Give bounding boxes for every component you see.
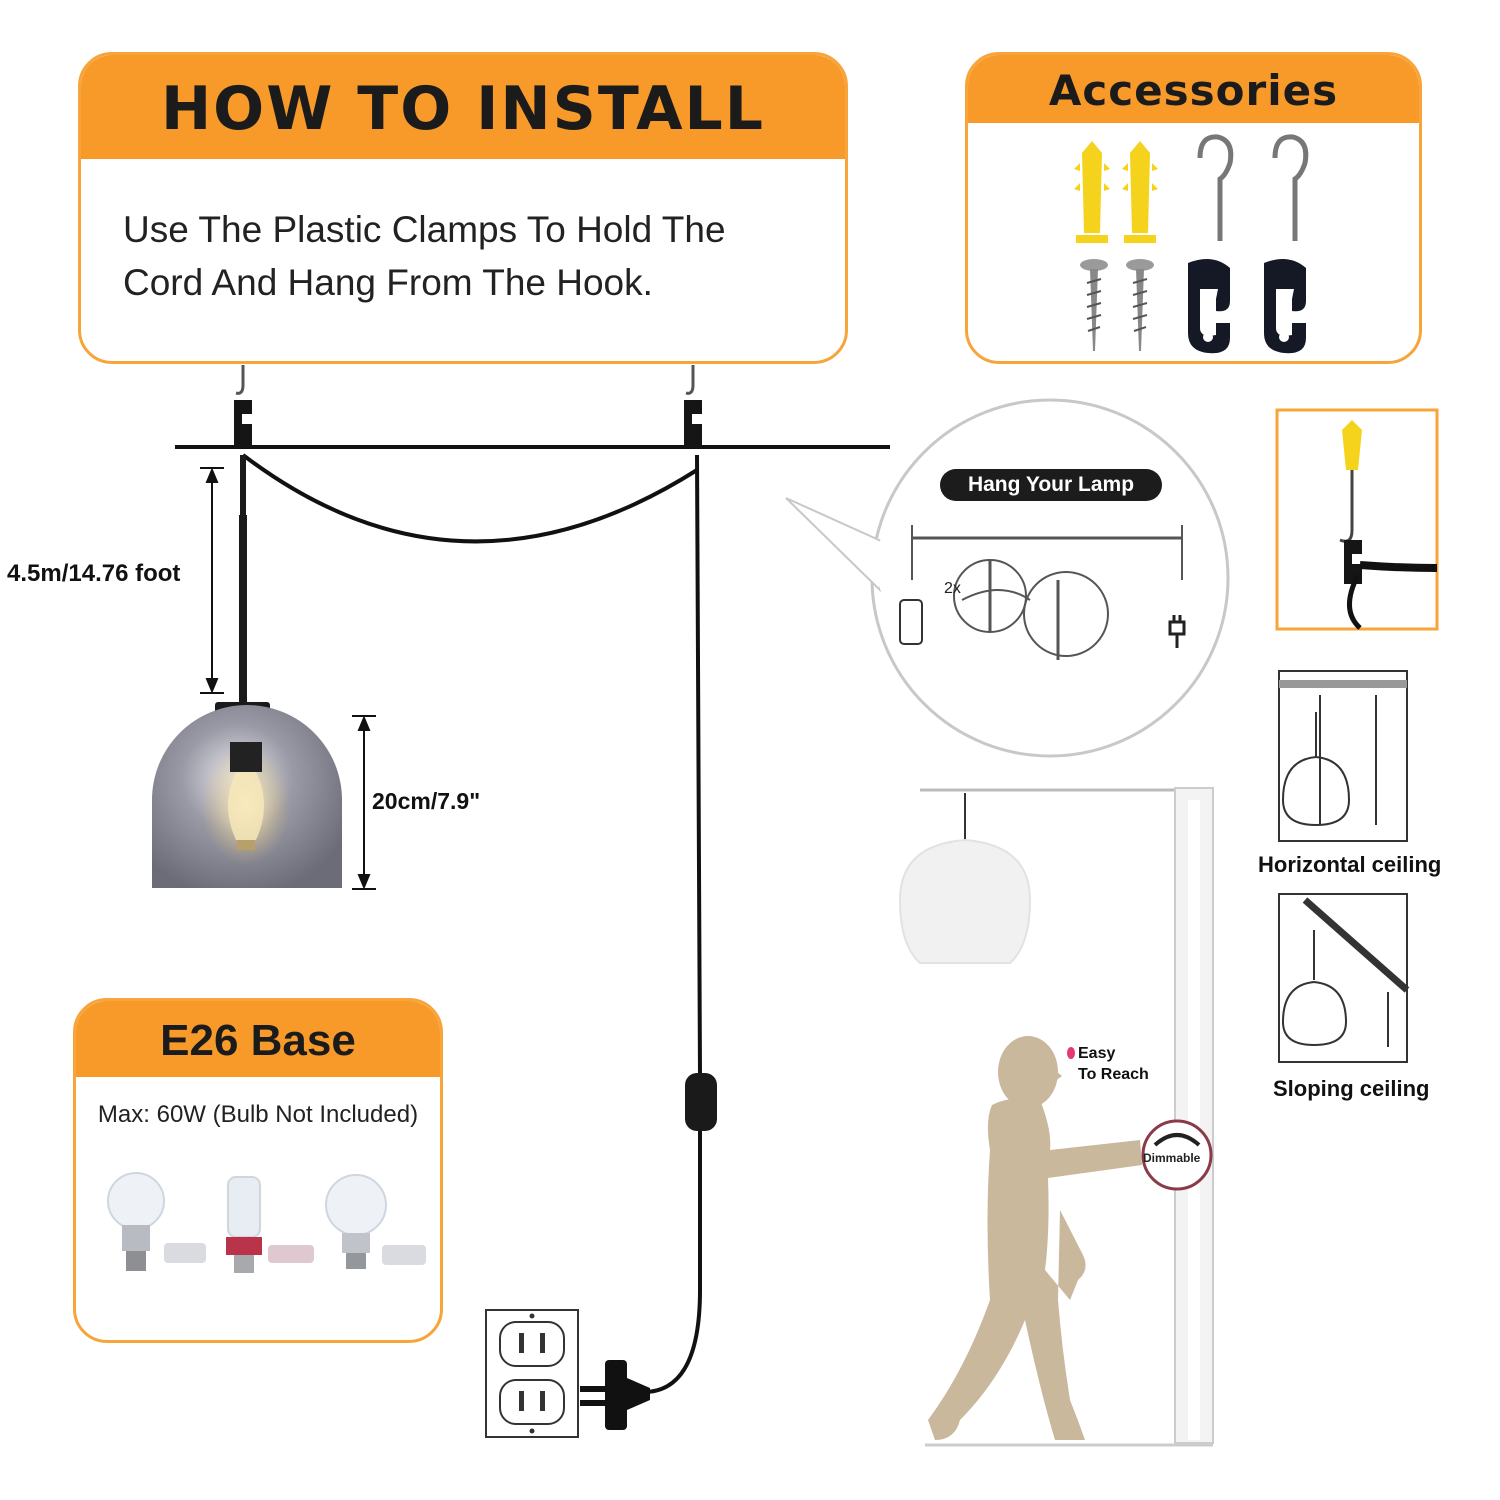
- diameter-dimension-arrow: [352, 715, 376, 890]
- anchor-detail-box: [1275, 408, 1439, 631]
- dimmer-knob-icon: [1141, 1119, 1213, 1191]
- e26-base-subtitle: Max: 60W (Bulb Not Included): [97, 1101, 419, 1128]
- install-instructions-line-2: Cord And Hang From The Hook.: [123, 262, 653, 303]
- left-clamp-icon: [234, 400, 252, 448]
- draped-cord: [241, 453, 699, 544]
- power-cord: [639, 454, 702, 1395]
- sloping-ceiling-diagram: [1278, 893, 1410, 1063]
- yellow-anchor-icon: [1122, 141, 1158, 243]
- e26-base-panel: E26 Base Max: 60W (Bulb Not Included): [73, 998, 443, 1343]
- globe-diameter-label: 20cm/7.9": [372, 788, 481, 814]
- cord-length-label: 4.5m/14.76 foot: [7, 560, 181, 587]
- bulb-options-illustration: [107, 1172, 426, 1273]
- screw-icon: [1126, 259, 1154, 351]
- horizontal-ceiling-diagram: [1278, 670, 1408, 842]
- cord-clamp-icon: [1264, 259, 1306, 354]
- accessories-title: Accessories: [968, 55, 1419, 123]
- accessories-illustration: [1074, 134, 1309, 354]
- hang-your-lamp-title: Hang Your Lamp: [940, 469, 1162, 501]
- install-instructions-line-1: Use The Plastic Clamps To Hold The: [123, 209, 726, 250]
- plug-mini-icon: [1168, 615, 1186, 648]
- cord-clamp-icon: [1188, 259, 1230, 354]
- accessories-panel: Accessories: [965, 52, 1422, 364]
- how-to-install-title: HOW TO INSTALL: [81, 55, 845, 159]
- inline-switch-icon: [685, 1073, 717, 1131]
- hook-icon: [1272, 134, 1309, 241]
- white-pendant-lamp: [898, 838, 1032, 964]
- right-clamp-icon: [684, 400, 702, 448]
- right-hook-icon: [685, 365, 695, 395]
- person-silhouette-icon: [928, 1036, 1142, 1440]
- globe-pendant-lamp: [152, 705, 342, 888]
- globe-bulb-icon: [325, 1174, 426, 1269]
- doorway: [920, 787, 1214, 1447]
- multiplier-text: 2x: [944, 580, 961, 597]
- sloping-ceiling-label: Sloping ceiling: [1273, 1076, 1430, 1101]
- install-instructions: Use The Plastic Clamps To Hold The Cord …: [123, 203, 726, 309]
- easy-to-reach-line-2: To Reach: [1078, 1066, 1149, 1083]
- e26-base-title: E26 Base: [76, 1001, 440, 1077]
- left-hook-icon: [235, 365, 245, 395]
- pendant-mini-icon: [899, 599, 923, 645]
- easy-to-reach-line-1: Easy: [1078, 1045, 1116, 1062]
- hook-icon: [1197, 134, 1234, 241]
- bulb-icon: [107, 1172, 206, 1271]
- how-to-install-panel: HOW TO INSTALL Use The Plastic Clamps To…: [78, 52, 848, 364]
- hang-your-lamp-callout: 2x: [785, 398, 1230, 758]
- wall-outlet-icon: [485, 1309, 579, 1438]
- plug-icon: [580, 1360, 650, 1430]
- length-dimension-arrow: [200, 467, 224, 694]
- horizontal-ceiling-label: Horizontal ceiling: [1258, 852, 1442, 877]
- corn-bulb-icon: [226, 1176, 314, 1273]
- pendant-rod: [240, 455, 246, 515]
- yellow-anchor-icon: [1074, 141, 1110, 243]
- screw-icon: [1080, 259, 1108, 351]
- dimmer-switch-text: Dimmable: [1143, 1151, 1201, 1165]
